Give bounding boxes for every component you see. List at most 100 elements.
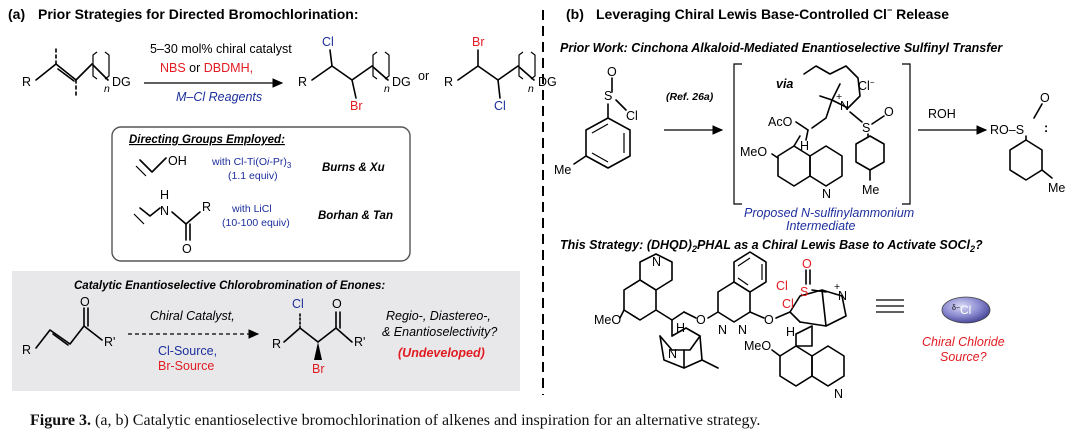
- substrate-dg: DG: [112, 75, 131, 89]
- dg-row1-equiv: (1.1 equiv): [228, 170, 278, 182]
- selectivity-q2: & Enantioselectivity?: [382, 325, 497, 339]
- intermediate-o: O: [884, 105, 894, 119]
- intermediate-cl-minus: Cl−: [858, 78, 875, 93]
- dhqd-right-h: H: [786, 325, 795, 339]
- catalytic-title: Catalytic Enantioselective Chlorobromina…: [74, 280, 385, 292]
- sulfinyl-cl: Cl: [626, 109, 638, 123]
- sulfinate-colon: :: [1044, 121, 1048, 135]
- intermediate-meo: MeO: [740, 145, 767, 159]
- sulfinyl-chloride: S O Cl Me: [554, 65, 638, 177]
- sulfinate-ros: RO–S: [990, 123, 1024, 137]
- dg-row2-equiv: (10-100 equiv): [222, 217, 290, 229]
- selectivity-q1: Regio-, Diastereo-,: [386, 309, 491, 323]
- prior-work-heading: Prior Work: Cinchona Alkaloid-Mediated E…: [560, 41, 1003, 55]
- sulfinate-o: O: [1040, 91, 1050, 105]
- intermediate-quinoline-n: N: [822, 187, 831, 201]
- enone-prod-cl: Cl: [292, 297, 304, 311]
- product1-n: n: [384, 83, 390, 95]
- chiral-chloride-ball: δ−Cl: [941, 296, 991, 324]
- dhqd-right-quinuclidine-n: N: [838, 289, 847, 303]
- chloride-ball-label: δ−Cl: [952, 303, 971, 317]
- dhqd-o-right: O: [764, 313, 774, 327]
- cl-source: Cl-Source,: [158, 344, 217, 358]
- equivalence-sign: [876, 299, 904, 313]
- chiral-catalyst: Chiral Catalyst,: [150, 309, 235, 323]
- alkene-substrate: R n DG: [22, 45, 131, 99]
- enone-prod-r: R: [272, 337, 281, 351]
- dhqd-left-h: H: [676, 321, 685, 335]
- bracket-right: [902, 63, 911, 205]
- enone-rprime: R': [104, 335, 115, 349]
- bracket-left: [733, 63, 742, 205]
- phal-n1: N: [718, 323, 727, 337]
- or-word: or: [418, 69, 429, 83]
- reference-label: (Ref. 26a): [666, 91, 714, 103]
- product2-r: R: [444, 75, 453, 89]
- enone-o: O: [80, 295, 90, 309]
- product1-br: Br: [350, 99, 363, 113]
- product-2: Br Cl R n DG: [444, 35, 557, 113]
- enone-prod-o: O: [332, 297, 342, 311]
- socl2-o: O: [802, 257, 812, 271]
- intermediate-n: N: [840, 99, 849, 113]
- substrate-r: R: [22, 75, 31, 89]
- product1-dg: DG: [392, 75, 411, 89]
- panel-b-title: Leveraging Chiral Lewis Base-Controlled …: [596, 5, 949, 22]
- sulfinyl-o: O: [607, 65, 617, 79]
- dg-amide-n: N: [160, 204, 169, 218]
- phal-n2: N: [738, 323, 747, 337]
- dhqd-left-meo: MeO: [594, 313, 621, 327]
- panel-b-label: (b): [566, 6, 584, 22]
- dg-row1-authors: Burns & Xu: [322, 162, 385, 174]
- dg-row2-with: with LiCl: [231, 203, 272, 215]
- chiral-chloride-line2: Source?: [940, 350, 987, 364]
- panel-a: (a) Prior Strategies for Directed Bromoc…: [8, 6, 557, 391]
- figure-canvas: (a) Prior Strategies for Directed Bromoc…: [8, 5, 1065, 401]
- enone-r: R: [22, 343, 31, 357]
- product1-cl: Cl: [322, 35, 334, 49]
- socl2-cl1: Cl: [776, 279, 788, 293]
- sulfinyl-me: Me: [554, 163, 571, 177]
- dhqd-right-meo: MeO: [744, 339, 771, 353]
- dhqd-left-quinoline-n: N: [652, 255, 661, 269]
- product2-n: n: [528, 83, 534, 95]
- panel-b: (b) Leveraging Chiral Lewis Base-Control…: [554, 5, 1065, 401]
- directing-title: Directing Groups Employed:: [129, 134, 285, 146]
- proposed-line2: Intermediate: [786, 219, 856, 233]
- dg-row1-with: with Cl-Ti(Oi-Pr)3: [211, 156, 292, 170]
- via-label: via: [776, 77, 793, 91]
- intermediate-plus: +: [836, 91, 842, 103]
- product2-dg: DG: [538, 75, 557, 89]
- catalyst-line: 5–30 mol% chiral catalyst: [150, 42, 292, 56]
- proposed-line1: Proposed N-sulfinylammonium: [744, 206, 914, 220]
- chiral-chloride-line1: Chiral Chloride: [922, 335, 1005, 349]
- br-source: Br-Source: [158, 359, 214, 373]
- dg-amide-o: O: [182, 242, 192, 256]
- socl2-cl2: Cl: [782, 297, 794, 311]
- caption-text: (a, b) Catalytic enantioselective bromoc…: [91, 412, 761, 429]
- dg-oh: OH: [168, 154, 187, 168]
- dhqd-o-left: O: [696, 313, 706, 327]
- figure-caption: Figure 3. (a, b) Catalytic enantioselect…: [30, 412, 1060, 430]
- catalytic-box: Catalytic Enantioselective Chlorobromina…: [12, 271, 520, 391]
- dhqd-right-quinoline-n: N: [834, 387, 843, 401]
- directing-groups-box: Directing Groups Employed: OH with Cl-Ti…: [111, 126, 411, 262]
- enone-prod-br: Br: [312, 362, 325, 376]
- product2-br: Br: [472, 35, 485, 49]
- sulfinate-product: RO–S O : Me: [990, 91, 1065, 195]
- enone-prod-rprime: R': [354, 335, 365, 349]
- dhqd-left-quinuclidine-n: N: [668, 347, 677, 361]
- intermediate-me: Me: [862, 183, 879, 197]
- socl2-s: S: [800, 285, 808, 299]
- dhqd-right-plus: +: [834, 281, 840, 293]
- intermediate-aco: AcO: [768, 115, 793, 129]
- panel-a-label: (a): [8, 6, 25, 22]
- caption-lead: Figure 3.: [30, 412, 92, 429]
- roh-label: ROH: [928, 107, 956, 121]
- product-1: Cl Br R n DG: [298, 35, 411, 113]
- dhqd-phal-structure: N MeO H N O N N O H: [594, 251, 847, 401]
- product1-r: R: [298, 75, 307, 89]
- this-strategy-heading: This Strategy: (DHQD)2PHAL as a Chiral L…: [560, 238, 983, 254]
- dg-amide-r: R: [202, 200, 211, 214]
- sulfinyl-s: S: [604, 89, 612, 103]
